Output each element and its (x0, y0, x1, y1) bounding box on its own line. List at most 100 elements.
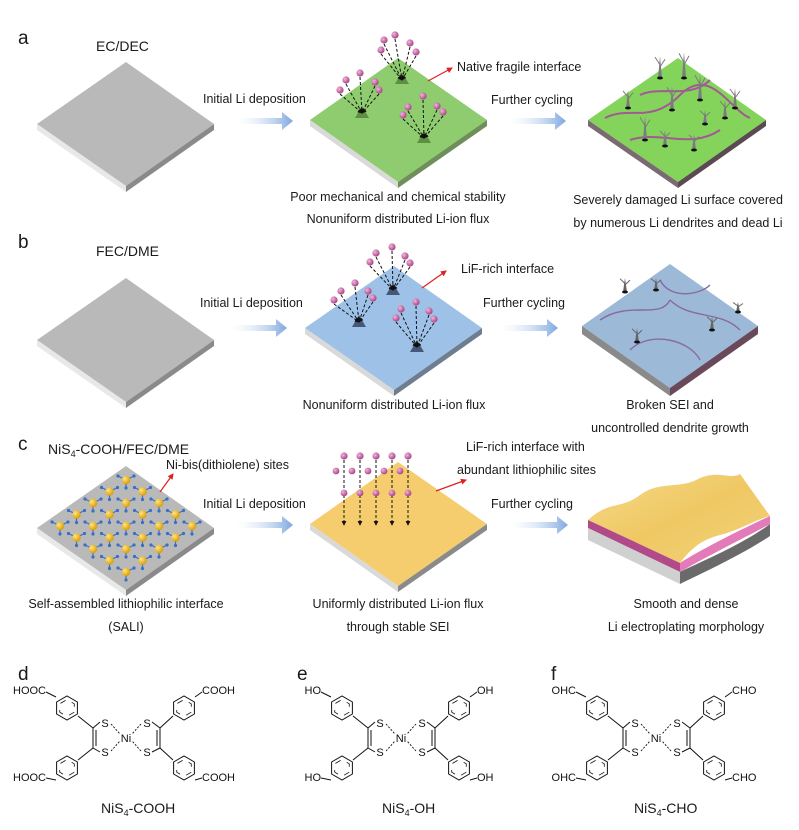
panel-c-sites-pointer (159, 473, 174, 493)
coordination-bond (385, 740, 396, 752)
panel-b-electrolyte: FEC/DME (96, 243, 159, 259)
ni-node (138, 487, 147, 496)
linker-atom (99, 520, 103, 524)
flux-arrow (414, 305, 420, 348)
li-ion (430, 315, 438, 323)
flux-arrow (383, 43, 403, 81)
bond (367, 721, 376, 729)
coordination-bond (110, 740, 121, 752)
ni-node (88, 544, 98, 554)
dead-li (657, 76, 663, 80)
dendrite-branch (671, 89, 678, 99)
dead-li (691, 148, 697, 152)
functional-group-left: HOOC (13, 685, 46, 697)
panel-d-letter: d (18, 664, 29, 685)
dendrite-branch (624, 279, 631, 286)
benzene-inner (176, 699, 192, 717)
flux-arrow (416, 314, 430, 348)
coordination-bond (640, 723, 651, 735)
li-ion (397, 305, 405, 313)
panel-b-arrow2-label: Further cycling (483, 296, 565, 310)
dendrite-branch (650, 278, 657, 284)
panel-b-pointer (421, 270, 447, 289)
panel-b-substrate (37, 278, 214, 408)
linker-atom (83, 520, 87, 524)
bond (575, 691, 587, 698)
benzene-inner (706, 759, 722, 777)
li-ion (404, 452, 412, 460)
li-ion (399, 111, 407, 119)
dendrite-branch (683, 55, 690, 66)
benzene-ring (173, 695, 195, 721)
linker-atom (66, 520, 70, 524)
benzene-inner (451, 699, 467, 717)
dendrite-branch (711, 317, 718, 324)
benzene-ring (331, 695, 353, 721)
bond (681, 747, 691, 753)
bond (194, 691, 203, 698)
dendrite-branch (693, 136, 700, 143)
panel-a-mid-caption-1: Poor mechanical and chemical stability (290, 190, 506, 204)
linker-atom (74, 543, 79, 548)
li-ion (406, 259, 414, 267)
bond (469, 777, 478, 781)
panel-a-ions (336, 31, 447, 139)
linker-atom (165, 543, 169, 547)
sulfur-atom: S (143, 747, 150, 759)
ni-node (55, 521, 65, 531)
dead-li (669, 108, 675, 112)
panel-b-mid-slab (305, 266, 482, 396)
nickel-atom: Ni (121, 733, 131, 745)
ni-node (121, 498, 131, 508)
coordination-bond (110, 723, 121, 735)
bond (45, 777, 57, 781)
dendrite-branch (719, 100, 726, 108)
ni-node (154, 544, 164, 554)
bond (92, 721, 101, 729)
panel-c-sali-network (50, 474, 202, 582)
ni-node (88, 498, 98, 508)
li-ion (375, 86, 383, 94)
dendrite-branch (737, 303, 744, 308)
functional-group-right: OH (477, 772, 494, 784)
li-ion (419, 92, 427, 100)
ni-node (187, 521, 197, 531)
functional-group-right: CHO (732, 685, 757, 697)
nickel-atom: Ni (396, 733, 406, 745)
dead-li (709, 328, 715, 332)
linker-atom (115, 508, 120, 513)
dendrite-branch (694, 75, 701, 85)
benzene-inner (334, 699, 350, 717)
dendrite-branch (699, 110, 706, 116)
benzene-inner (59, 759, 75, 777)
dendrite-branch (724, 102, 731, 110)
flux-arrow (361, 93, 380, 114)
dead-li (732, 106, 738, 110)
li-ion (439, 108, 447, 116)
benzene-inner (59, 699, 75, 717)
panel-c-left-caption-1: Self-assembled lithiophilic interface (28, 597, 224, 611)
sulfur-atom: S (101, 718, 108, 730)
ni-node (72, 533, 81, 542)
dendrite-branch (631, 328, 638, 334)
linker-atom (82, 531, 87, 536)
linker-atom (173, 520, 178, 525)
sulfur-atom: S (143, 718, 150, 730)
li-ion (330, 296, 338, 304)
molecule-f-name-rest: -CHO (661, 800, 698, 816)
bond (689, 747, 704, 761)
li-ion (337, 287, 345, 295)
molecule-f-name-main: NiS (634, 800, 657, 816)
linker-atom (132, 554, 137, 559)
ni-node (154, 498, 164, 508)
dendrite-branch (619, 278, 626, 284)
linker-atom (124, 532, 128, 536)
functional-group-right: OH (477, 685, 494, 697)
panel-a-mid-slab (310, 58, 487, 188)
bond (607, 747, 624, 761)
dendrite-branch (627, 92, 634, 100)
linker-atom (91, 532, 95, 536)
functional-group-right: COOH (202, 772, 235, 784)
panel-a-interface-label: Native fragile interface (457, 60, 582, 74)
